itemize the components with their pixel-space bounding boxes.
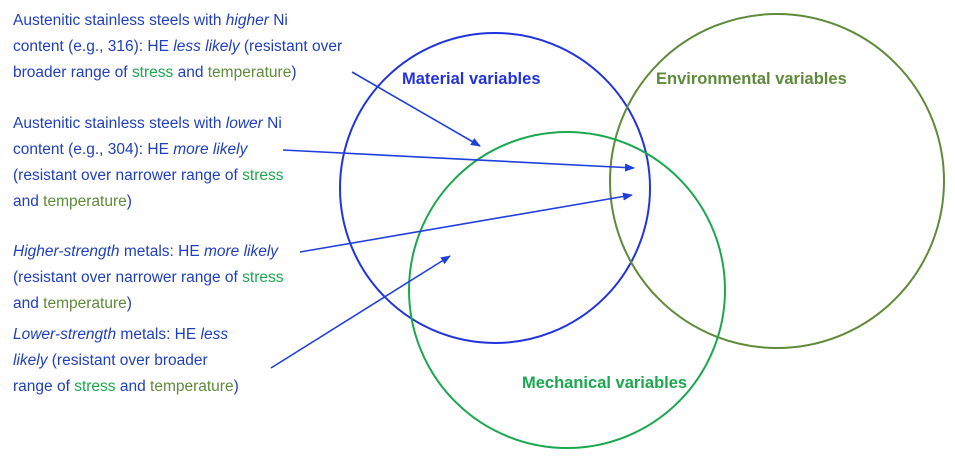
note-text: broader range of — [13, 64, 132, 81]
note-text: ) — [291, 64, 297, 81]
note-text-italic: likely — [13, 352, 48, 369]
material-circle — [339, 32, 651, 344]
note-text: metals: HE — [116, 326, 201, 343]
stress-word: stress — [131, 64, 174, 81]
note-text-italic: less likely — [173, 38, 240, 55]
note-text: metals: HE — [119, 243, 204, 260]
temperature-word: temperature — [43, 295, 127, 312]
note-text-italic: Higher-strength — [13, 243, 120, 260]
mechanical-variables-label: Mechanical variables — [522, 374, 687, 392]
note-text: ) — [233, 378, 239, 395]
note-text: (resistant over — [239, 38, 343, 55]
note-text-italic: less — [200, 326, 229, 343]
arrow-higher-ni — [351, 71, 481, 147]
environmental-variables-label: Environmental variables — [656, 70, 847, 88]
note-text: range of — [13, 378, 75, 395]
note-text: and — [13, 193, 44, 210]
note-text: (resistant over broader — [47, 352, 208, 369]
stress-word: stress — [242, 269, 284, 286]
note-text: and — [13, 295, 44, 312]
note-text-italic: Lower-strength — [13, 326, 117, 343]
note-text-italic: lower — [225, 115, 263, 132]
note-text: (resistant over narrower range of — [13, 269, 243, 286]
note-text: ) — [126, 193, 132, 210]
note-higher-ni: Austenitic stainless steels with higher … — [13, 8, 342, 86]
note-text-italic: higher — [225, 12, 269, 29]
temperature-word: temperature — [207, 64, 292, 81]
note-text-italic: more likely — [203, 243, 279, 260]
note-text: and — [173, 64, 208, 81]
temperature-word: temperature — [150, 378, 234, 395]
note-text: Austenitic stainless steels with — [13, 115, 226, 132]
note-text: Austenitic stainless steels with — [13, 12, 226, 29]
note-text: content (e.g., 316): HE — [13, 38, 174, 55]
arrow-lower-strength — [270, 255, 451, 369]
note-higher-strength: Higher-strength metals: HE more likely (… — [13, 239, 284, 317]
stress-word: stress — [74, 378, 116, 395]
arrow-lower-ni — [282, 149, 635, 172]
arrow-higher-strength — [299, 192, 633, 253]
note-text: Ni — [262, 115, 282, 132]
note-text: content (e.g., 304): HE — [13, 141, 174, 158]
note-text: ) — [126, 295, 132, 312]
note-text: (resistant over narrower range of — [13, 167, 243, 184]
note-text-italic: more likely — [173, 141, 248, 158]
mechanical-circle — [408, 131, 726, 449]
environmental-circle — [609, 13, 945, 349]
stress-word: stress — [242, 167, 284, 184]
temperature-word: temperature — [43, 193, 127, 210]
material-variables-label: Material variables — [402, 70, 541, 88]
note-lower-strength: Lower-strength metals: HE less likely (r… — [13, 322, 239, 400]
note-lower-ni: Austenitic stainless steels with lower N… — [13, 111, 284, 215]
note-text: Ni — [268, 12, 288, 29]
note-text: and — [115, 378, 151, 395]
